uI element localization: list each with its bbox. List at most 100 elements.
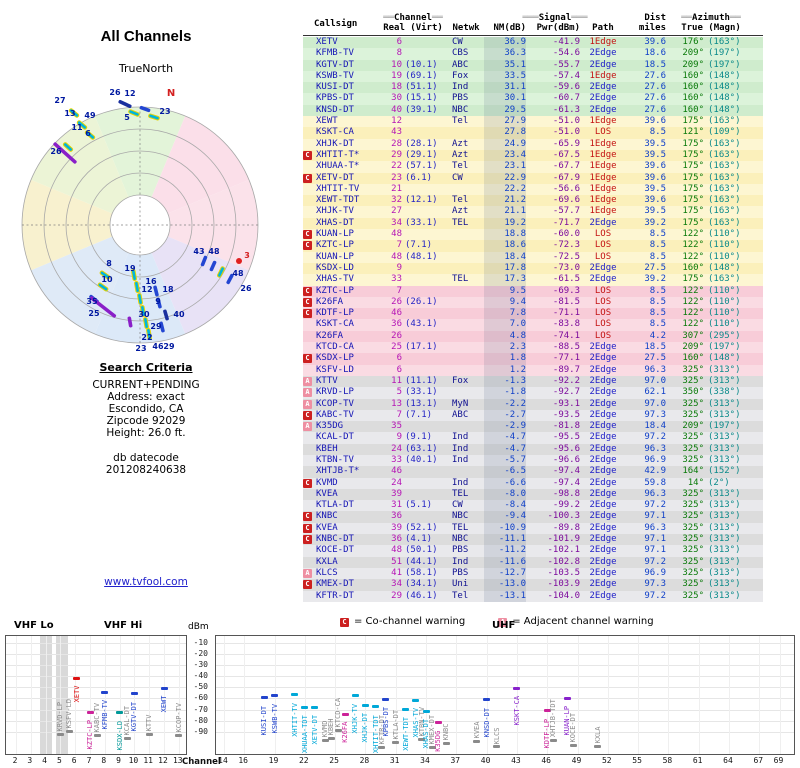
cell-callsign[interactable]: KLCS: [316, 567, 338, 578]
cell-callsign[interactable]: KXLA: [316, 556, 338, 567]
cell-callsign[interactable]: KZTC-LP: [316, 285, 354, 296]
tvfool-link[interactable]: www.tvfool.com: [104, 576, 188, 588]
cell-callsign[interactable]: XHAS-TV: [316, 274, 354, 285]
cell-callsign[interactable]: KUSI-DT: [316, 82, 354, 93]
cell-callsign[interactable]: KSDX-LP: [316, 353, 354, 364]
cell-callsign[interactable]: KSKT-CA: [316, 319, 354, 330]
cell-callsign[interactable]: XEWT-TDT: [316, 195, 360, 206]
cell-callsign[interactable]: KOCE-DT: [316, 545, 354, 556]
cell-callsign[interactable]: KDTF-LP: [316, 308, 354, 319]
cell-callsign[interactable]: KNBC-DT: [316, 534, 354, 545]
cell-callsign[interactable]: KMEX-DT: [316, 579, 354, 590]
cell-callsign[interactable]: KTTV: [316, 375, 338, 386]
cell-callsign[interactable]: KCOP-TV: [316, 398, 354, 409]
cell-callsign[interactable]: KNSD-DT: [316, 104, 354, 115]
cell-callsign[interactable]: KUAN-LP: [316, 251, 354, 262]
cell-callsign[interactable]: XHTIT-T*: [316, 149, 360, 160]
cell-callsign[interactable]: KBEH: [316, 443, 338, 454]
cell-callsign[interactable]: KFMB-TV: [316, 48, 354, 59]
cell-callsign[interactable]: XETV: [316, 37, 338, 47]
cell-callsign[interactable]: K26FA: [316, 296, 344, 307]
cell-callsign[interactable]: KRVD-LP: [316, 387, 354, 398]
cell-callsign[interactable]: KCAL-DT: [316, 432, 354, 443]
cell-callsign[interactable]: KSWB-TV: [316, 70, 354, 81]
cell-callsign[interactable]: KFTR-DT: [316, 590, 354, 601]
cell-callsign[interactable]: KSKT-CA: [316, 127, 354, 138]
cell-callsign[interactable]: KPBS-DT: [316, 93, 354, 104]
cell-callsign[interactable]: XEWT: [316, 116, 338, 127]
cell-callsign[interactable]: KSDX-LD: [316, 262, 354, 273]
cell-callsign[interactable]: KUAN-LP: [316, 229, 354, 240]
cell-callsign[interactable]: XETV-DT: [316, 172, 354, 183]
cell-callsign[interactable]: XHJK-DT: [316, 138, 354, 149]
cell-callsign[interactable]: KTBN-TV: [316, 454, 354, 465]
cell-callsign[interactable]: KZTC-LP: [316, 240, 354, 251]
cell-callsign[interactable]: XHJK-TV: [316, 206, 354, 217]
cell-callsign[interactable]: XHTIT-TV: [316, 183, 360, 194]
cell-callsign[interactable]: KGTV-DT: [316, 59, 354, 70]
cell-callsign[interactable]: XHAS-DT: [316, 217, 354, 228]
cell-callsign[interactable]: XHTJB-T*: [316, 466, 360, 477]
cell-callsign[interactable]: K35DG: [316, 421, 344, 432]
cell-callsign[interactable]: KTLA-DT: [316, 500, 354, 511]
cell-callsign[interactable]: KSFV-LD: [316, 364, 354, 375]
cell-callsign[interactable]: KNBC: [316, 511, 338, 522]
cell-callsign[interactable]: KTCD-CA: [316, 342, 354, 353]
cell-callsign[interactable]: K26FA: [316, 330, 344, 341]
cell-callsign[interactable]: KVMD: [316, 477, 338, 488]
cell-callsign[interactable]: KVEA: [316, 522, 338, 533]
cell-callsign[interactable]: KABC-TV: [316, 409, 354, 420]
cell-callsign[interactable]: XHUAA-T*: [316, 161, 360, 172]
